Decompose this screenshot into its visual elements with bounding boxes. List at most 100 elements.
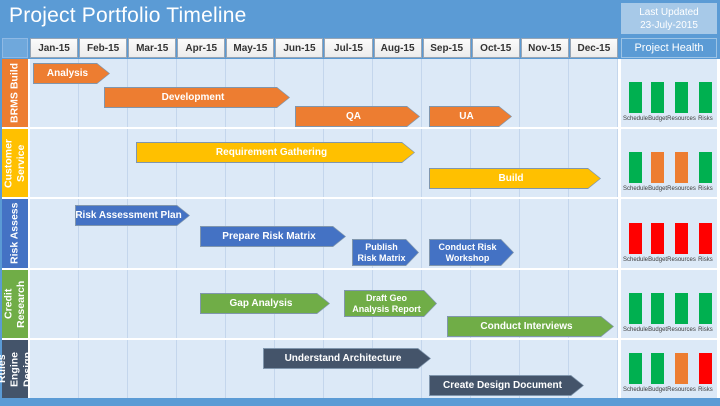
health-cell: Schedule Budget Resources Risks (621, 270, 717, 338)
health-bar-budget (651, 152, 665, 183)
last-updated-badge: Last Updated 23-July-2015 (621, 3, 717, 34)
health-bar-label: Resources (667, 116, 696, 122)
health-bar-label: Risks (698, 186, 713, 192)
month-header-cell: Mar-15 (128, 38, 177, 58)
project-row-risk-assess: Risk Assess Risk Assessment Plan Prepare… (2, 199, 718, 268)
page-title: Project Portfolio Timeline (9, 4, 247, 27)
health-cell: Schedule Budget Resources Risks (621, 199, 717, 268)
health-bar-label: Schedule (623, 257, 649, 263)
task-label: Risk Assessment Plan (75, 209, 182, 221)
health-cell: Schedule Budget Resources Risks (621, 340, 717, 398)
task-label: Conduct Risk Workshop (438, 242, 497, 263)
last-updated-date: 23-July-2015 (640, 19, 698, 31)
month-header-cell: Jul-15 (324, 38, 373, 58)
health-bar-risks (698, 353, 712, 384)
project-health-header: Project Health (621, 38, 717, 58)
health-bar-label: Schedule (623, 186, 649, 192)
health-bar-risks (698, 223, 712, 254)
task-arrow-conduct-interviews: Conduct Interviews (447, 316, 614, 337)
task-arrow-conduct-risk-workshop: Conduct Risk Workshop (429, 239, 514, 266)
health-cell: Schedule Budget Resources Risks (621, 129, 717, 197)
task-label: Understand Architecture (284, 352, 402, 364)
project-label: Risk Assess (2, 199, 28, 268)
health-bar-budget (651, 293, 665, 324)
task-arrow-prepare-risk-matrix: Prepare Risk Matrix (200, 226, 346, 247)
health-bar-label: Budget (648, 186, 668, 192)
task-label: Draft Geo Analysis Report (352, 293, 421, 314)
task-label: Create Design Document (443, 379, 562, 391)
task-arrow-development: Development (104, 87, 290, 108)
task-arrow-publish-risk-matrix: Publish Risk Matrix (352, 239, 419, 266)
month-header-cell: Feb-15 (79, 38, 128, 58)
health-bar-resources (675, 353, 689, 384)
health-bar-label: Budget (648, 116, 668, 122)
task-arrow-risk-assessment-plan: Risk Assessment Plan (75, 205, 190, 226)
task-label: Development (161, 91, 225, 103)
health-bar-resources (675, 223, 689, 254)
project-label: Rules Engine Design (0, 340, 33, 398)
task-label: Build (498, 172, 524, 184)
task-label: Requirement Gathering (215, 146, 328, 158)
bottom-accent-bar (0, 398, 720, 406)
month-header-cell: Nov-15 (520, 38, 569, 58)
health-bar-label: Risks (698, 116, 713, 122)
health-bar-label: Resources (667, 327, 696, 333)
left-accent-bar (0, 59, 2, 398)
timeline-corner-cell (2, 38, 28, 58)
month-header-row: Jan-15 Feb-15 Mar-15 Apr-15 May-15 Jun-1… (30, 38, 618, 58)
health-bar-schedule (629, 353, 643, 384)
task-label: Conduct Interviews (480, 320, 573, 332)
health-bar-label: Resources (667, 257, 696, 263)
month-header-cell: Aug-15 (373, 38, 422, 58)
task-arrow-create-design-document: Create Design Document (429, 375, 584, 396)
health-bar-label: Risks (698, 327, 713, 333)
task-label: Gap Analysis (229, 297, 293, 309)
health-bar-resources (675, 82, 689, 113)
project-row-rules-engine-design: Rules Engine Design Understand Architect… (0, 340, 718, 398)
project-label: Customer Service (2, 129, 28, 197)
project-row-brms-build: BRMS Build Analysis Development QA UA Sc… (2, 59, 718, 127)
month-header-cell: Oct-15 (471, 38, 520, 58)
health-cell: Schedule Budget Resources Risks (621, 59, 717, 127)
project-label: BRMS Build (2, 59, 28, 127)
health-bar-label: Schedule (623, 327, 649, 333)
task-arrow-analysis: Analysis (33, 63, 110, 84)
health-bar-risks (698, 82, 712, 113)
task-arrow-ua: UA (429, 106, 512, 127)
month-header-cell: May-15 (226, 38, 275, 58)
task-label: Publish Risk Matrix (357, 242, 406, 263)
health-bar-label: Budget (648, 387, 668, 393)
health-bar-schedule (629, 223, 643, 254)
task-label: Prepare Risk Matrix (222, 230, 316, 242)
health-bar-label: Budget (648, 257, 668, 263)
health-bar-label: Schedule (623, 116, 649, 122)
health-bar-budget (651, 353, 665, 384)
month-header-cell: Dec-15 (569, 38, 618, 58)
timeline-lane: Understand Architecture Create Design Do… (30, 340, 618, 398)
health-bar-budget (651, 82, 665, 113)
health-bar-schedule (629, 82, 643, 113)
month-header-cell: Sep-15 (422, 38, 471, 58)
task-arrow-gap-analysis: Gap Analysis (200, 293, 330, 314)
task-arrow-requirement-gathering: Requirement Gathering (136, 142, 415, 163)
health-bar-label: Schedule (623, 387, 649, 393)
task-arrow-build: Build (429, 168, 601, 189)
health-bar-label: Budget (648, 327, 668, 333)
timeline-lane: Requirement Gathering Build (30, 129, 618, 197)
project-row-customer-service: Customer Service Requirement Gathering B… (2, 129, 718, 197)
health-bar-risks (698, 152, 712, 183)
task-arrow-qa: QA (295, 106, 420, 127)
health-bar-label: Risks (698, 387, 713, 393)
task-label: QA (346, 110, 361, 122)
health-bar-label: Resources (667, 186, 696, 192)
timeline-lane: Analysis Development QA UA (30, 59, 618, 127)
health-bar-schedule (629, 293, 643, 324)
timeline-lane: Risk Assessment Plan Prepare Risk Matrix… (30, 199, 618, 268)
last-updated-label: Last Updated (639, 6, 699, 18)
project-row-credit-research: Credit Research Gap Analysis Draft Geo A… (2, 270, 718, 338)
task-arrow-understand-architecture: Understand Architecture (263, 348, 431, 369)
health-bar-budget (651, 223, 665, 254)
health-bar-risks (698, 293, 712, 324)
project-label: Credit Research (2, 270, 28, 338)
